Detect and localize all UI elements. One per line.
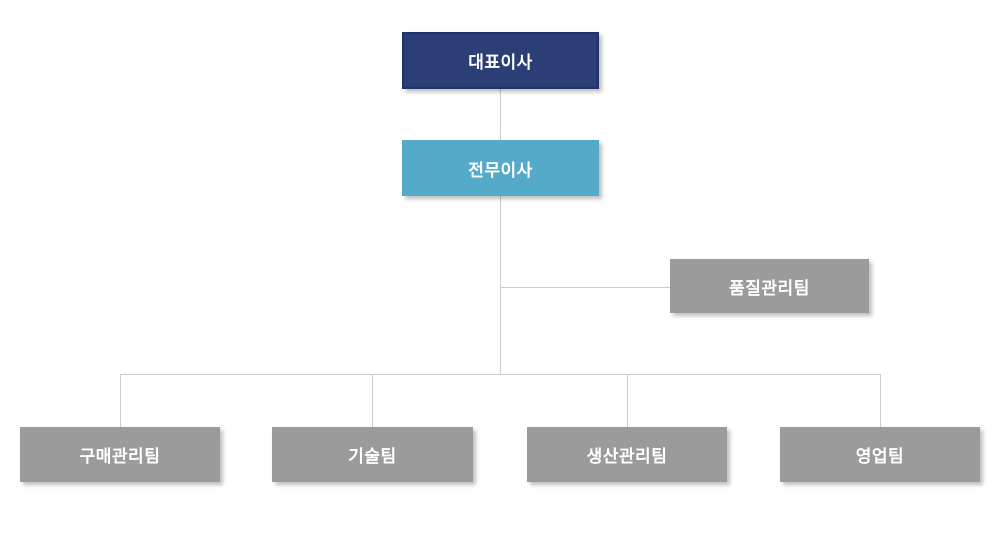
org-node-sales-team: 영업팀	[780, 427, 980, 482]
org-node-ceo-label: 대표이사	[468, 53, 533, 72]
org-node-tech-team: 기술팀	[272, 427, 473, 482]
org-node-sales-team-label: 영업팀	[855, 447, 905, 466]
org-node-quality-team: 품질관리팀	[670, 259, 869, 313]
org-node-purchasing-team: 구매관리팀	[20, 427, 220, 482]
org-node-ceo: 대표이사	[402, 32, 599, 89]
org-node-production-team: 생산관리팀	[527, 427, 727, 482]
org-node-purchasing-team-label: 구매관리팀	[79, 447, 161, 466]
org-node-executive-director: 전무이사	[402, 140, 599, 196]
connector-drop-production	[627, 374, 628, 427]
org-node-production-team-label: 생산관리팀	[586, 447, 668, 466]
connector-branch-quality	[500, 287, 670, 288]
org-node-tech-team-label: 기술팀	[348, 447, 397, 466]
connector-drop-tech	[372, 374, 373, 427]
connector-drop-purchasing	[120, 374, 121, 427]
connector-teams-crossbar	[120, 374, 880, 375]
org-node-executive-director-label: 전무이사	[468, 160, 533, 180]
org-node-quality-team-label: 품질관리팀	[729, 278, 810, 298]
connector-exec-trunk	[500, 196, 501, 374]
connector-drop-sales	[880, 374, 881, 427]
connector-ceo-to-exec	[500, 89, 501, 140]
